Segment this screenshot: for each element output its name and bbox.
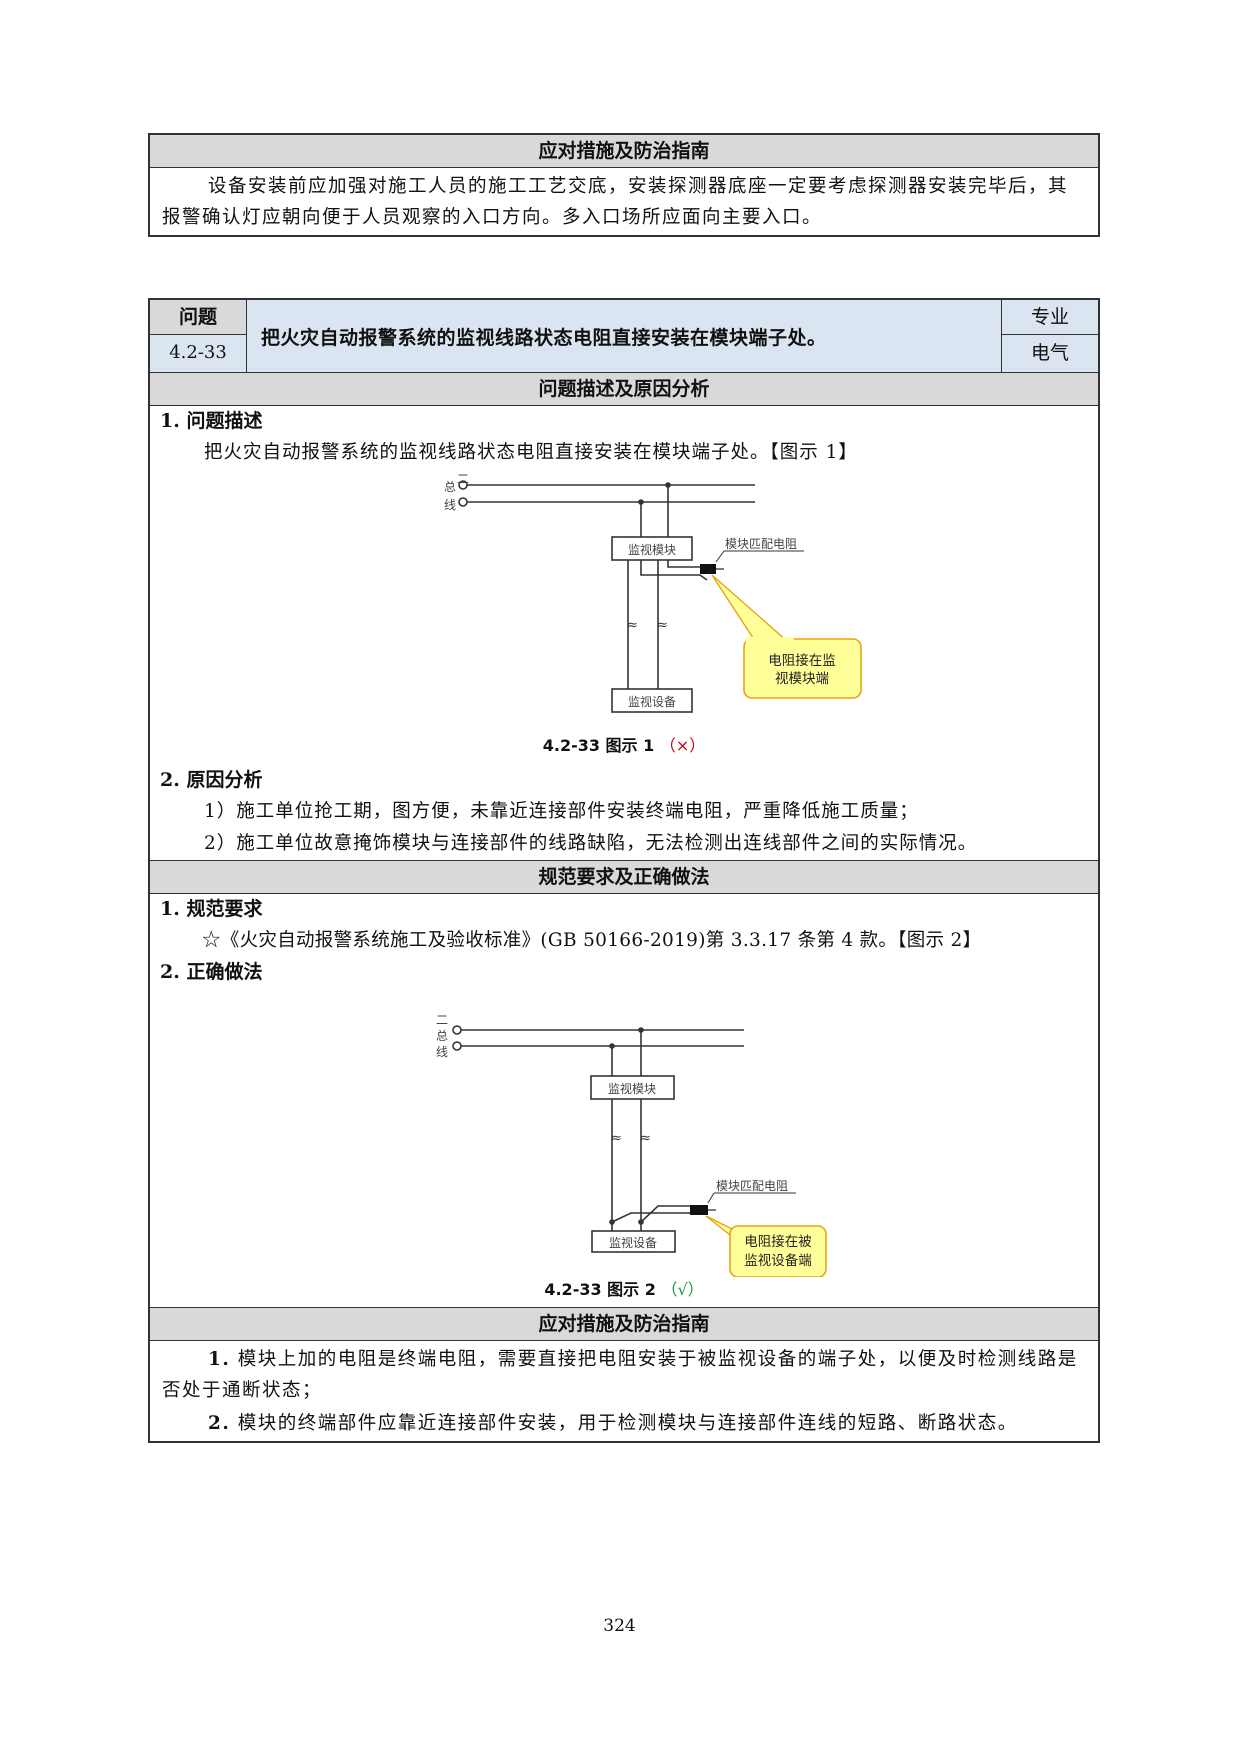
section-spec-header: 规范要求及正确做法	[150, 860, 1098, 894]
req-text: ☆《火灾自动报警系统施工及验收标准》(GB 50166-2019)第 3.3.1…	[202, 930, 982, 951]
problem-title: 把火灾自动报警系统的监视线路状态电阻直接安装在模块端子处。	[247, 300, 1001, 372]
callout-line-2: 视模块端	[775, 671, 829, 687]
desc-heading: 1. 问题描述	[160, 410, 263, 432]
section-guide-header: 应对措施及防治指南	[150, 1307, 1098, 1341]
device-label: 监视设备	[609, 1235, 657, 1250]
svg-text:≈: ≈	[627, 618, 638, 633]
top-guide-text: 设备安装前应加强对施工人员的施工工艺交底，安装探测器底座一定要考虑探测器安装完毕…	[162, 176, 1069, 228]
resistor-label: 模块匹配电阻	[725, 537, 797, 551]
module-label: 监视模块	[608, 1081, 656, 1096]
figure-1-diagram: ≈ ≈ 二 总 线 监视模块 模块匹配电阻 监视设备 电阻接在监 视模块端	[444, 472, 862, 713]
callout-line-1: 电阻接在被	[744, 1233, 812, 1250]
problem-header-row: 问题 4.2-33 把火灾自动报警系统的监视线路状态电阻直接安装在模块端子处。 …	[150, 300, 1098, 373]
problem-label: 问题	[150, 300, 246, 335]
figure-1-caption: 4.2-33 图示 1 （×）	[542, 736, 706, 755]
correct-heading: 2. 正确做法	[160, 961, 263, 983]
device-label: 监视设备	[628, 694, 676, 709]
guide-item-1: 1. 模块上加的电阻是终端电阻，需要直接把电阻安装于被监视设备的端子处，以便及时…	[162, 1349, 1078, 1401]
figure-2-diagram: ≈ ≈ 二 总 线 监视模块 模块匹配电阻 监视设备 电阻接在被 监视设备端	[436, 1013, 827, 1277]
problem-table: 问题 4.2-33 把火灾自动报警系统的监视线路状态电阻直接安装在模块端子处。 …	[148, 298, 1100, 1443]
problem-id: 4.2-33	[150, 335, 246, 372]
figure-2: ≈ ≈ 二 总 线 监视模块 模块匹配电阻 监视设备 电阻接在被 监视设备端	[150, 988, 1098, 1277]
bus-label-1: 二	[436, 1013, 448, 1027]
req-heading: 1. 规范要求	[160, 898, 263, 920]
svg-text:≈: ≈	[657, 618, 668, 633]
guide-item-2: 2. 模块的终端部件应靠近连接部件安装，用于检测模块与连接部件连线的短路、断路状…	[208, 1413, 1018, 1434]
bus-label-2: 总	[444, 480, 456, 494]
svg-text:≈: ≈	[611, 1131, 622, 1146]
bus-label-3: 线	[436, 1045, 448, 1059]
cause-2: 2）施工单位故意掩饰模块与连接部件的线路缺陷，无法检测出连线部件之间的实际情况。	[204, 833, 978, 854]
top-guide-header: 应对措施及防治指南	[150, 135, 1098, 168]
page-number: 324	[603, 1616, 636, 1636]
callout-line-1: 电阻接在监	[768, 652, 836, 669]
section-analysis-header: 问题描述及原因分析	[150, 373, 1098, 406]
bus-label-2: 总	[436, 1029, 448, 1043]
desc-text: 把火灾自动报警系统的监视线路状态电阻直接安装在模块端子处。【图示 1】	[204, 442, 858, 463]
wrong-mark: （×）	[659, 736, 706, 755]
major-label: 专业	[1002, 300, 1098, 335]
svg-text:≈: ≈	[640, 1131, 651, 1146]
top-guide-table: 应对措施及防治指南 设备安装前应加强对施工人员的施工工艺交底，安装探测器底座一定…	[148, 133, 1100, 237]
resistor-label: 模块匹配电阻	[716, 1179, 788, 1193]
figure-1: ≈ ≈ 二 总 线 监视模块 模块匹配电阻 监视设备 电阻接在监 视模块端	[150, 469, 1098, 733]
bus-label-1: 二	[457, 472, 469, 486]
figure-2-caption: 4.2-33 图示 2 （√）	[544, 1280, 704, 1299]
cause-1: 1）施工单位抢工期，图方便，未靠近连接部件安装终端电阻，严重降低施工质量；	[204, 801, 919, 822]
module-label: 监视模块	[628, 542, 676, 557]
major-value: 电气	[1002, 335, 1098, 372]
cause-heading: 2. 原因分析	[160, 769, 263, 791]
bus-label-3: 线	[444, 498, 456, 512]
correct-mark: （√）	[661, 1280, 704, 1299]
callout-line-2: 监视设备端	[744, 1252, 812, 1269]
